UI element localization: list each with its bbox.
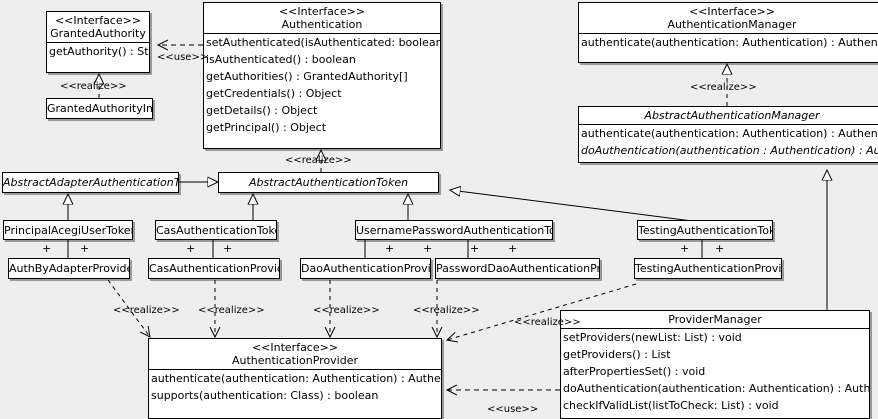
relationship-label-realize-authbyadapter: <<realize>> — [113, 305, 180, 316]
class-name: TestingAuthenticationProvider — [635, 262, 782, 275]
relationship-label-realize-cas: <<realize>> — [198, 305, 265, 316]
multiplicity-plus: + — [80, 242, 90, 255]
operation-row: setAuthenticated(isAuthenticated: boolea… — [206, 36, 440, 49]
class-authentication-manager[interactable]: <<Interface>> AuthenticationManager auth… — [578, 2, 878, 63]
operations-compartment: setAuthenticated(isAuthenticated: boolea… — [204, 34, 440, 136]
class-name: AuthenticationProvider — [231, 354, 359, 367]
stereotype-label: <<Interface>> — [251, 341, 339, 354]
multiplicity-plus: + — [423, 242, 433, 255]
class-granted-authority-impl[interactable]: GrantedAuthorityImpl — [46, 98, 153, 119]
relationship-label-realize-passworddao: <<realize>> — [413, 305, 480, 316]
operation-row: authenticate(authentication: Authenticat… — [581, 36, 878, 49]
operation-row: supports(authentication: Class) : boolea… — [151, 389, 379, 402]
multiplicity-plus: + — [385, 242, 395, 255]
operation-row: getAuthorities() : GrantedAuthority[] — [206, 70, 408, 83]
operation-row: authenticate(authentication: Authenticat… — [151, 372, 441, 385]
class-abstract-adapter-authentication-token[interactable]: AbstractAdapterAuthenticationToken — [2, 172, 179, 193]
class-name: AuthenticationManager — [667, 18, 797, 31]
multiplicity-plus: + — [223, 242, 233, 255]
class-header: <<Interface>> AuthenticationProvider — [149, 339, 441, 369]
multiplicity-plus: + — [508, 242, 518, 255]
class-granted-authority[interactable]: <<Interface>> GrantedAuthority getAuthor… — [46, 11, 150, 73]
stereotype-label: <<Interface>> — [54, 14, 142, 27]
operations-compartment: authenticate(authentication: Authenticat… — [149, 370, 441, 404]
divider — [579, 124, 878, 125]
class-password-dao-authentication-provider[interactable]: PasswordDaoAuthenticationProvider — [435, 258, 600, 279]
class-auth-by-adapter-provider[interactable]: AuthByAdapterProvider — [8, 258, 130, 279]
class-name: DaoAuthenticationProvider — [301, 262, 431, 275]
class-abstract-authentication-manager[interactable]: AbstractAuthenticationManager authentica… — [578, 106, 878, 163]
relationship-label-use-providermanager: <<use>> — [487, 404, 539, 415]
class-header: AbstractAuthenticationManager — [579, 107, 878, 124]
class-authentication[interactable]: <<Interface>> Authentication setAuthenti… — [203, 2, 441, 149]
relationship-label-realize-abstractauthenticationmanager: <<realize>> — [690, 82, 757, 93]
operations-compartment: authenticate(authentication: Authenticat… — [579, 34, 878, 51]
class-name: GrantedAuthorityImpl — [47, 102, 152, 115]
class-header: <<Interface>> Authentication — [204, 3, 440, 33]
class-header: ProviderManager — [561, 311, 869, 328]
class-authentication-provider[interactable]: <<Interface>> AuthenticationProvider aut… — [148, 338, 442, 419]
class-dao-authentication-provider[interactable]: DaoAuthenticationProvider — [300, 258, 431, 279]
class-cas-authentication-provider[interactable]: CasAuthenticationProvider — [148, 258, 280, 279]
operation-row: setProviders(newList: List) : void — [563, 331, 742, 344]
operation-row: getPrincipal() : Object — [206, 121, 327, 134]
class-name: ProviderManager — [668, 313, 762, 326]
operation-row: afterPropertiesSet() : void — [563, 365, 706, 378]
class-testing-authentication-token[interactable]: TestingAuthenticationToken — [637, 220, 773, 240]
relationship-label-use-authentication: <<use>> — [157, 52, 209, 63]
relationship-label-realize-testing: <<realize>> — [514, 317, 581, 328]
class-name: AbstractAdapterAuthenticationToken — [3, 176, 179, 189]
divider — [204, 33, 440, 34]
multiplicity-plus: + — [470, 242, 480, 255]
class-testing-authentication-provider[interactable]: TestingAuthenticationProvider — [634, 258, 782, 279]
class-name: PasswordDaoAuthenticationProvider — [436, 262, 599, 275]
operations-compartment: authenticate(authentication: Authenticat… — [579, 125, 878, 159]
class-name: AbstractAuthenticationToken — [248, 176, 409, 189]
relationship-label-realize-grantedauthorityimpl: <<realize>> — [60, 81, 127, 92]
operation-row: getCredentials() : Object — [206, 87, 342, 100]
class-name: TestingAuthenticationToken — [638, 223, 772, 237]
relationship-label-realize-abstractauthenticationtoken: <<realize>> — [285, 155, 352, 166]
multiplicity-plus: + — [680, 242, 690, 255]
class-name: GrantedAuthority — [50, 27, 146, 40]
relationship-label-realize-dao: <<realize>> — [313, 305, 380, 316]
class-provider-manager[interactable]: ProviderManager setProviders(newList: Li… — [560, 310, 870, 419]
class-username-password-authentication-token[interactable]: UsernamePasswordAuthenticationToken — [355, 220, 553, 240]
operation-row: doAuthentication(authentication : Authen… — [581, 144, 878, 157]
operations-compartment: getAuthority() : String — [47, 43, 149, 60]
operation-row: getAuthority() : String — [49, 45, 149, 58]
stereotype-label: <<Interface>> — [688, 5, 776, 18]
class-name: Authentication — [281, 18, 363, 31]
operation-row: doAuthentication(authentication: Authent… — [563, 382, 870, 395]
divider — [561, 328, 869, 329]
class-header: <<Interface>> GrantedAuthority — [47, 12, 149, 42]
class-name: PrincipalAcegiUserToken — [4, 223, 133, 237]
class-name: CasAuthenticationToken — [156, 223, 277, 237]
operation-row: getDetails() : Object — [206, 104, 318, 117]
class-abstract-authentication-token[interactable]: AbstractAuthenticationToken — [218, 172, 439, 193]
operation-row: isAuthenticated() : boolean — [206, 53, 356, 66]
class-name: AbstractAuthenticationManager — [644, 109, 820, 122]
divider — [47, 42, 149, 43]
divider — [149, 369, 441, 370]
operations-compartment: setProviders(newList: List) : void getPr… — [561, 329, 869, 414]
multiplicity-plus: + — [42, 242, 52, 255]
class-name: AuthByAdapterProvider — [9, 262, 130, 275]
multiplicity-plus: + — [186, 242, 196, 255]
operation-row: getProviders() : List — [563, 348, 671, 361]
divider — [579, 33, 878, 34]
class-principal-acegi-user-token[interactable]: PrincipalAcegiUserToken — [3, 220, 133, 240]
class-name: UsernamePasswordAuthenticationToken — [356, 223, 552, 237]
class-cas-authentication-token[interactable]: CasAuthenticationToken — [155, 220, 277, 240]
operation-row: authenticate(authentication: Authenticat… — [581, 127, 878, 140]
stereotype-label: <<Interface>> — [278, 5, 366, 18]
class-name: CasAuthenticationProvider — [149, 262, 279, 275]
operation-row: checkIfValidList(listToCheck: List) : vo… — [563, 399, 779, 412]
class-header: <<Interface>> AuthenticationManager — [579, 3, 878, 33]
multiplicity-plus: + — [715, 242, 725, 255]
